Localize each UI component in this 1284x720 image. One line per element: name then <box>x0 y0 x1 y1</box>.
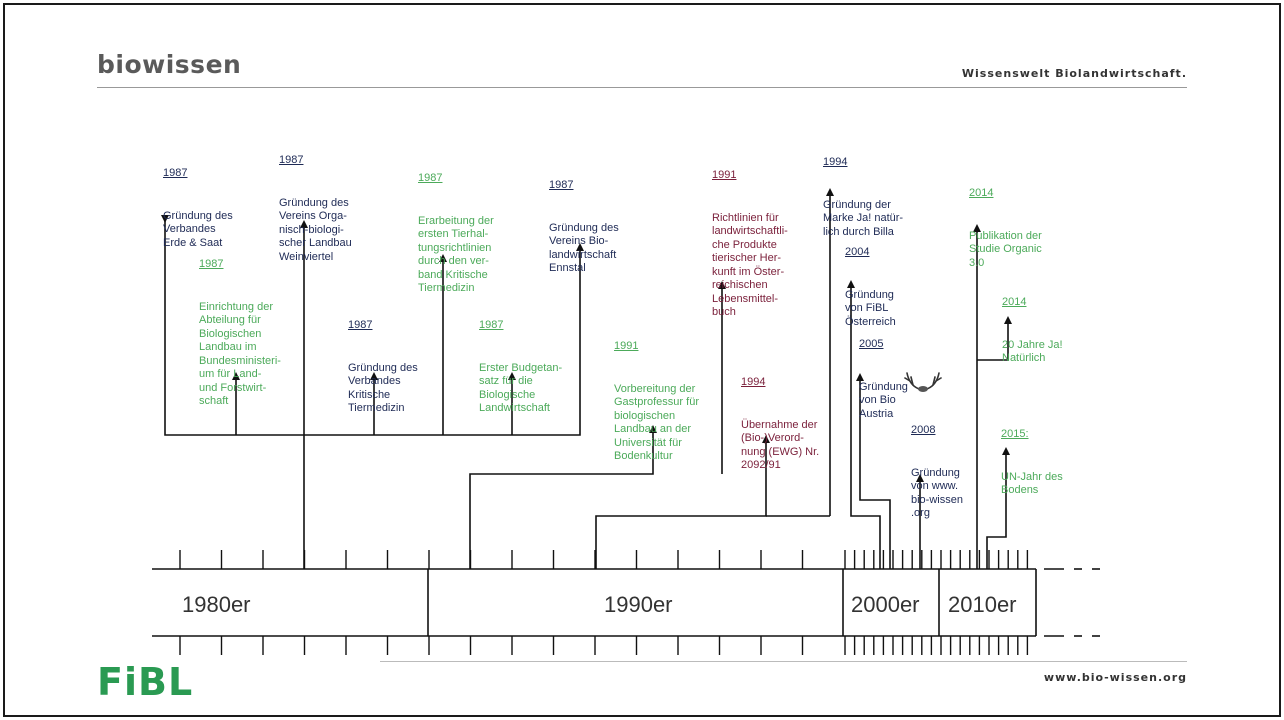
event-text: UN-Jahr des Bodens <box>1001 470 1063 497</box>
decade-2010er: 2010er <box>948 592 1017 617</box>
event-year: 1987 <box>279 154 304 166</box>
event-un-jahr-boden: 2015: UN-Jahr des Bodens <box>1001 401 1063 511</box>
brand-title: biowissen <box>97 50 242 79</box>
event-organic-3: 2014 Publikation der Studie Organic 3.0 <box>969 160 1042 284</box>
event-year: 1987 <box>479 319 504 331</box>
event-ja-natuerlich: 1994 Gründung der Marke Ja! natür- lich … <box>823 129 903 253</box>
event-year: 1994 <box>741 376 766 388</box>
event-year: 1991 <box>614 340 639 352</box>
event-year: 2014 <box>969 187 994 199</box>
event-text: Gründung von Bio Austria <box>859 380 908 420</box>
event-fibl-oesterreich: 2004 Gründung von FiBL Österreich <box>845 219 896 343</box>
event-text: 20 Jahre Ja! Natürlich <box>1002 338 1063 365</box>
event-eu-verordnung: 1994 Übernahme der (Bio-)Verord- nung (E… <box>741 349 819 486</box>
event-text: Gründung von www. bio-wissen .org <box>911 466 963 520</box>
event-year: 1987 <box>549 179 574 191</box>
event-year: 2008 <box>911 424 936 436</box>
tagline: Wissenswelt Biolandwirtschaft. <box>961 67 1187 80</box>
event-year: 2014 <box>1002 296 1027 308</box>
event-year: 2015: <box>1001 428 1029 440</box>
event-erde-saat: 1987 Gründung des Verbandes Erde & Saat <box>163 140 233 264</box>
event-connectors <box>161 188 1012 569</box>
footer-url: www.bio-wissen.org <box>1043 671 1187 684</box>
event-text: Gründung des Verbandes Erde & Saat <box>163 209 233 249</box>
event-text: Gründung des Verbandes Kritische Tiermed… <box>348 361 418 415</box>
decade-1980er: 1980er <box>182 592 251 617</box>
event-year: 1994 <box>823 156 848 168</box>
event-lebensmittelbuch: 1991 Richtlinien für landwirtschaftli- c… <box>712 142 788 333</box>
event-text: Richtlinien für landwirtschaftli- che Pr… <box>712 211 788 319</box>
event-text: Gründung von FiBL Österreich <box>845 288 896 328</box>
event-kritische-tiermedizin: 1987 Gründung des Verbandes Kritische Ti… <box>348 292 418 429</box>
event-text: Übernahme der (Bio-)Verord- nung (EWG) N… <box>741 418 820 472</box>
event-ennstal: 1987 Gründung des Vereins Bio- landwirts… <box>549 152 619 289</box>
header-divider <box>97 87 1187 88</box>
event-text: Gründung der Marke Ja! natür- lich durch… <box>823 198 904 238</box>
event-text: Publikation der Studie Organic 3.0 <box>969 229 1042 269</box>
event-text: Erarbeitung der ersten Tierhal- tungsric… <box>418 214 494 295</box>
event-year: 1987 <box>348 319 373 331</box>
event-text: Einrichtung der Abteilung für Biologisch… <box>199 300 281 408</box>
antler-icon <box>904 372 942 392</box>
event-budgetansatz: 1987 Erster Budgetan- satz für die Biolo… <box>479 292 562 429</box>
event-text: Vorbereitung der Gastprofessur für biolo… <box>614 382 699 463</box>
event-bio-austria: 2005 Gründung von Bio Austria <box>859 311 908 435</box>
decade-1990er: 1990er <box>604 592 673 617</box>
event-weinviertel: 1987 Gründung des Vereins Orga- nisch-bi… <box>279 127 352 278</box>
decade-2000er: 2000er <box>851 592 920 617</box>
event-text: Erster Budgetan- satz für die Biologisch… <box>479 361 563 415</box>
event-year: 1991 <box>712 169 737 181</box>
footer-divider <box>380 661 1187 662</box>
event-bundesministerium: 1987 Einrichtung der Abteilung für Biolo… <box>199 231 281 422</box>
event-year: 1987 <box>418 172 443 184</box>
event-year: 1987 <box>163 167 188 179</box>
event-year: 2004 <box>845 246 870 258</box>
event-tierhaltung: 1987 Erarbeitung der ersten Tierhal- tun… <box>418 145 494 309</box>
event-gastprofessur: 1991 Vorbereitung der Gastprofessur für … <box>614 313 699 477</box>
fibl-logo: FiBL <box>97 660 194 704</box>
event-year: 1987 <box>199 258 224 270</box>
event-text: Gründung des Vereins Bio- landwirtschaft… <box>549 221 619 275</box>
timeline-axis <box>152 568 1100 637</box>
slide-frame <box>3 3 1281 717</box>
event-bio-wissen: 2008 Gründung von www. bio-wissen .org <box>911 397 963 534</box>
event-year: 2005 <box>859 338 884 350</box>
event-20-jahre-ja: 2014 20 Jahre Ja! Natürlich <box>1002 269 1063 379</box>
event-text: Gründung des Vereins Orga- nisch-biologi… <box>279 196 352 263</box>
